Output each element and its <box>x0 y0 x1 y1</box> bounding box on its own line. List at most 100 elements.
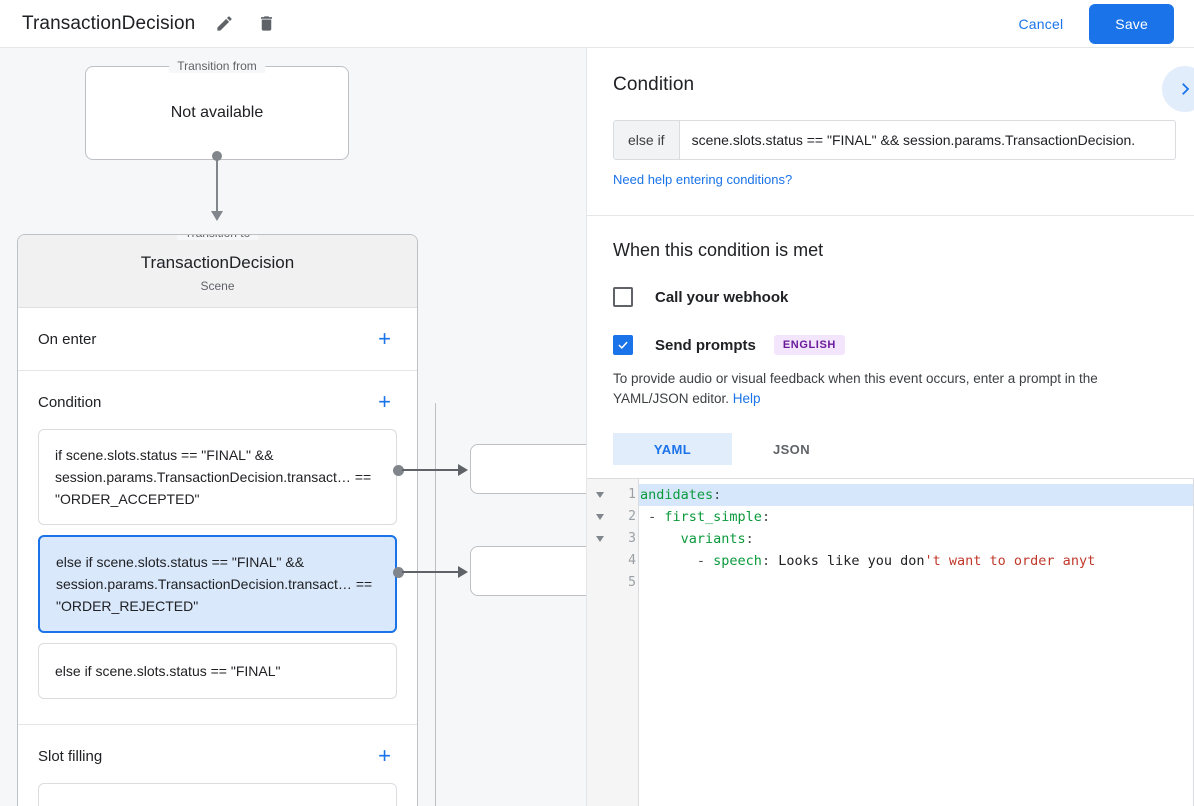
send-prompts-row: Send prompts ENGLISH <box>613 335 1168 355</box>
chevron-down-icon <box>596 514 604 520</box>
edge-arrow-down <box>211 211 223 221</box>
scene-header[interactable]: Transition to TransactionDecision Scene <box>18 235 417 308</box>
when-condition-met-section: When this condition is met Call your web… <box>587 216 1194 465</box>
plus-icon-on-enter[interactable]: + <box>378 326 391 351</box>
scene-title: TransactionDecision <box>140 253 295 272</box>
section-condition-label: Condition <box>38 393 102 411</box>
graph-panel: Transition from Not available Transition… <box>0 48 586 806</box>
scene-subtitle: Scene <box>200 279 235 293</box>
condition-card-0[interactable]: if scene.slots.status == "FINAL" && sess… <box>38 429 397 525</box>
condition-input-row[interactable]: else if scene.slots.status == "FINAL" &&… <box>613 120 1176 160</box>
condition-1-edge-arrow <box>458 566 468 578</box>
fold-toggle-line-5 <box>587 572 613 594</box>
divider <box>18 370 417 371</box>
transition-from-node[interactable]: Transition from Not available <box>85 59 349 160</box>
help-link[interactable]: Help <box>732 391 761 406</box>
send-prompts-checkbox[interactable] <box>613 335 633 355</box>
section-slot-filling-label: Slot filling <box>38 747 103 765</box>
fold-toggle-line-3[interactable] <box>587 528 613 550</box>
code-line-3[interactable]: variants: <box>639 528 1194 550</box>
line-number: 1 <box>628 487 636 502</box>
scene-card: Transition to TransactionDecision Scene … <box>17 234 418 806</box>
code-line-4[interactable]: - speech: Looks like you don't want to o… <box>639 550 1194 572</box>
code-token: - <box>640 509 665 525</box>
code-token: andidates <box>640 487 714 503</box>
divider <box>18 724 417 725</box>
line-number: 3 <box>628 531 636 546</box>
plus-icon-condition[interactable]: + <box>378 389 391 414</box>
fold-toggle-line-2[interactable] <box>587 506 613 528</box>
code-token: Looks like you don <box>778 553 925 569</box>
code-token: : <box>713 487 722 503</box>
editor-line-numbers: 1 2 3 4 5 <box>613 479 639 806</box>
pencil-icon[interactable] <box>209 9 239 39</box>
tab-json[interactable]: JSON <box>772 441 810 457</box>
graph-rail <box>435 403 436 806</box>
line-number: 4 <box>628 553 636 568</box>
code-token: first_simple <box>664 509 762 525</box>
section-on-enter-label: On enter <box>38 330 97 348</box>
line-number: 5 <box>628 575 636 590</box>
slot-validation-card[interactable]: Slot validation <box>38 783 397 806</box>
call-webhook-label: Call your webhook <box>655 288 789 306</box>
code-line-2[interactable]: - first_simple: <box>639 506 1194 528</box>
condition-card-2[interactable]: else if scene.slots.status == "FINAL" <box>38 643 397 699</box>
send-prompts-label: Send prompts <box>655 336 756 354</box>
fold-toggle-line-1[interactable] <box>587 484 613 506</box>
code-token <box>640 531 681 547</box>
line-number: 2 <box>628 509 636 524</box>
condition-1-edge-line <box>402 571 460 573</box>
cancel-button[interactable]: Cancel <box>1003 6 1080 42</box>
editor-code-area[interactable]: andidates: - first_simple: variants: - s… <box>639 479 1194 806</box>
condition-heading: Condition <box>613 74 695 95</box>
code-token: : <box>745 531 754 547</box>
editor-fold-gutter[interactable] <box>587 479 613 806</box>
transition-from-legend: Transition from <box>169 59 265 73</box>
panel-divider <box>586 48 587 806</box>
condition-expression-input[interactable]: scene.slots.status == "FINAL" && session… <box>691 132 1136 148</box>
condition-card-1[interactable]: else if scene.slots.status == "FINAL" &&… <box>38 535 397 633</box>
when-condition-met-heading: When this condition is met <box>613 240 824 260</box>
trash-icon[interactable] <box>251 9 281 39</box>
condition-editor-section: Condition else if scene.slots.status == … <box>587 48 1194 189</box>
top-app-bar: TransactionDecision Cancel Save <box>0 0 1194 48</box>
condition-prefix-label: else if <box>614 121 680 159</box>
section-separator <box>587 215 1194 216</box>
condition-0-edge-arrow <box>458 464 468 476</box>
fold-toggle-line-4 <box>587 550 613 572</box>
code-token: variants <box>680 531 746 547</box>
webhook-row: Call your webhook <box>613 287 1168 307</box>
code-token: : <box>761 509 771 525</box>
code-token: 't want to order anyt <box>924 553 1096 569</box>
call-webhook-checkbox[interactable] <box>613 287 633 307</box>
editor-format-tabs: YAML JSON <box>613 433 1168 465</box>
transition-to-legend: Transition to <box>176 235 259 240</box>
yaml-editor[interactable]: 1 2 3 4 5 andidates: - first_simple: variant… <box>587 478 1194 806</box>
section-on-enter: On enter + <box>18 308 417 356</box>
save-button[interactable]: Save <box>1089 3 1174 44</box>
code-line-1[interactable]: andidates: <box>639 484 1194 506</box>
condition-0-edge-dot <box>393 465 404 476</box>
chevron-down-icon <box>596 492 604 498</box>
language-badge: ENGLISH <box>773 335 845 355</box>
send-prompts-description-text: To provide audio or visual feedback when… <box>613 371 1098 406</box>
condition-1-edge-dot <box>393 567 404 578</box>
transition-target-box-1[interactable] <box>470 546 586 596</box>
condition-help-link[interactable]: Need help entering conditions? <box>613 172 793 187</box>
code-token: speech <box>713 553 762 569</box>
transition-from-value: Not available <box>170 104 264 121</box>
chevron-right-icon[interactable] <box>1162 66 1194 112</box>
section-condition: Condition + <box>18 371 417 419</box>
plus-icon-slot-filling[interactable]: + <box>378 743 391 768</box>
chevron-down-icon <box>596 536 604 542</box>
body-area: Transition from Not available Transition… <box>0 48 1194 806</box>
send-prompts-description: To provide audio or visual feedback when… <box>613 369 1168 409</box>
section-slot-filling: Slot filling + <box>18 725 417 773</box>
transition-target-box-0[interactable] <box>470 444 586 494</box>
condition-0-edge-line <box>402 469 460 471</box>
code-token: - <box>640 553 714 569</box>
page-title: TransactionDecision <box>22 12 196 34</box>
code-token: : <box>761 553 779 569</box>
code-line-5[interactable] <box>639 572 1194 594</box>
tab-yaml[interactable]: YAML <box>613 433 732 465</box>
